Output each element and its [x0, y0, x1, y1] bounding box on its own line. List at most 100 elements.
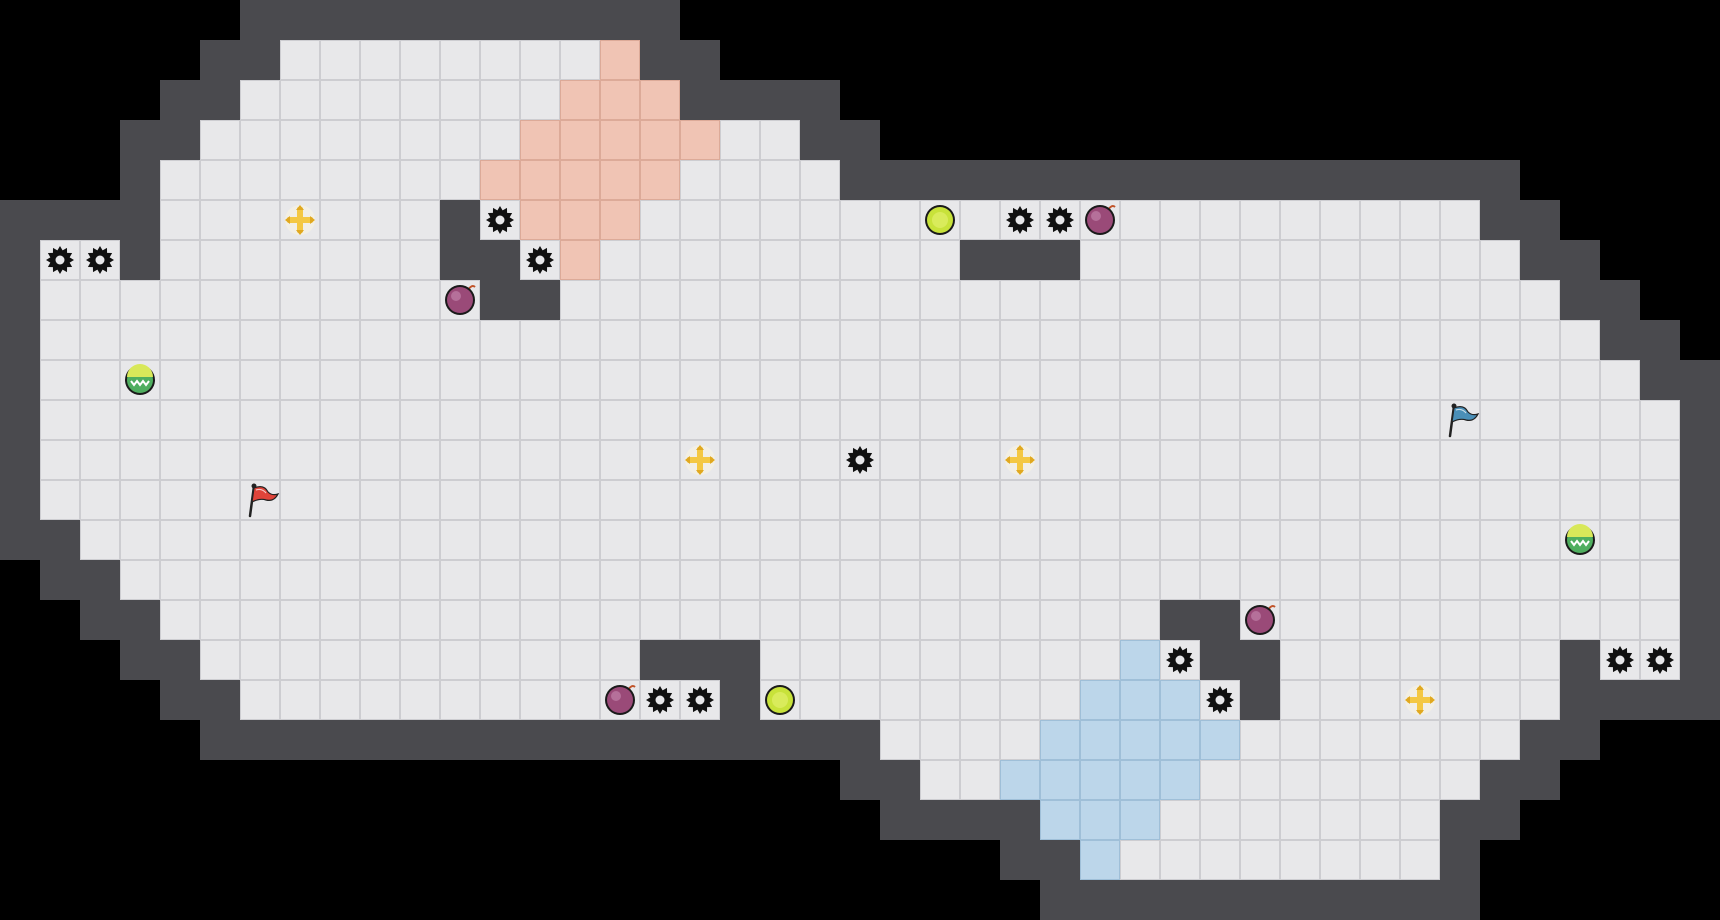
wall-tile: [1400, 880, 1440, 920]
wall-tile: [1080, 160, 1120, 200]
blue-endzone-tile: [1120, 720, 1160, 760]
wall-tile: [200, 680, 240, 720]
floor-tile: [1320, 480, 1360, 520]
floor-tile: [440, 600, 480, 640]
floor-tile: [80, 480, 120, 520]
floor-tile: [640, 480, 680, 520]
blue-endzone-tile: [1120, 680, 1160, 720]
wall-tile: [720, 640, 760, 680]
floor-tile: [320, 480, 360, 520]
floor-tile: [1240, 760, 1280, 800]
blue-endzone-tile: [1040, 760, 1080, 800]
floor-tile: [360, 320, 400, 360]
floor-tile: [1320, 520, 1360, 560]
floor-tile: [200, 560, 240, 600]
floor-tile: [800, 400, 840, 440]
wall-tile: [200, 80, 240, 120]
blue-endzone-tile: [1160, 720, 1200, 760]
floor-tile: [1400, 400, 1440, 440]
red-endzone-tile: [520, 200, 560, 240]
floor-tile: [1320, 600, 1360, 640]
wall-tile: [400, 0, 440, 40]
red-endzone-tile: [680, 120, 720, 160]
floor-tile: [480, 640, 520, 680]
floor-tile: [280, 40, 320, 80]
floor-tile: [920, 240, 960, 280]
blue-flag-icon: [1448, 403, 1480, 438]
floor-tile: [320, 120, 360, 160]
floor-tile: [440, 480, 480, 520]
floor-tile: [1240, 720, 1280, 760]
wall-tile: [1680, 520, 1720, 560]
floor-tile: [40, 400, 80, 440]
floor-tile: [360, 480, 400, 520]
wall-tile: [40, 520, 80, 560]
floor-tile: [960, 560, 1000, 600]
floor-tile: [400, 520, 440, 560]
wall-tile: [40, 200, 80, 240]
floor-tile: [240, 440, 280, 480]
floor-tile: [1560, 560, 1600, 600]
floor-tile: [1400, 640, 1440, 680]
floor-tile: [1240, 200, 1280, 240]
wall-tile: [1360, 160, 1400, 200]
wall-tile: [1240, 880, 1280, 920]
red-endzone-tile: [600, 120, 640, 160]
floor-tile: [880, 280, 920, 320]
floor-tile: [720, 600, 760, 640]
floor-tile: [160, 160, 200, 200]
floor-tile: [400, 360, 440, 400]
floor-tile: [1480, 560, 1520, 600]
red-endzone-tile: [480, 160, 520, 200]
wall-tile: [0, 480, 40, 520]
floor-tile: [880, 400, 920, 440]
floor-tile: [1360, 840, 1400, 880]
floor-tile: [280, 520, 320, 560]
floor-tile: [240, 320, 280, 360]
floor-tile: [160, 600, 200, 640]
wall-tile: [280, 0, 320, 40]
floor-tile: [1160, 240, 1200, 280]
floor-tile: [1480, 400, 1520, 440]
floor-tile: [840, 640, 880, 680]
bomb-icon: [445, 285, 476, 315]
floor-tile: [520, 80, 560, 120]
floor-tile: [1200, 560, 1240, 600]
floor-tile: [440, 640, 480, 680]
floor-tile: [1280, 760, 1320, 800]
floor-tile: [1280, 440, 1320, 480]
floor-tile: [680, 280, 720, 320]
wall-tile: [0, 240, 40, 280]
floor-tile: [200, 480, 240, 520]
floor-tile: [840, 560, 880, 600]
floor-tile: [240, 120, 280, 160]
floor-tile: [360, 440, 400, 480]
wall-tile: [760, 80, 800, 120]
wall-tile: [1160, 880, 1200, 920]
floor-tile: [1360, 600, 1400, 640]
floor-tile: [640, 320, 680, 360]
wall-tile: [1560, 720, 1600, 760]
floor-tile: [360, 640, 400, 680]
floor-tile: [1120, 360, 1160, 400]
floor-tile: [1480, 480, 1520, 520]
floor-tile: [1000, 360, 1040, 400]
floor-tile: [120, 440, 160, 480]
floor-tile: [1480, 720, 1520, 760]
floor-tile: [360, 120, 400, 160]
floor-tile: [400, 160, 440, 200]
blue-endzone-tile: [1080, 720, 1120, 760]
floor-tile: [920, 600, 960, 640]
floor-tile: [280, 120, 320, 160]
floor-tile: [1440, 360, 1480, 400]
floor-tile: [1000, 320, 1040, 360]
floor-tile: [720, 360, 760, 400]
spike-icon: [1006, 206, 1034, 234]
floor-tile: [360, 280, 400, 320]
floor-tile: [320, 240, 360, 280]
floor-tile: [1000, 400, 1040, 440]
floor-tile: [160, 360, 200, 400]
blue-endzone-tile: [1040, 800, 1080, 840]
floor-tile: [1320, 440, 1360, 480]
